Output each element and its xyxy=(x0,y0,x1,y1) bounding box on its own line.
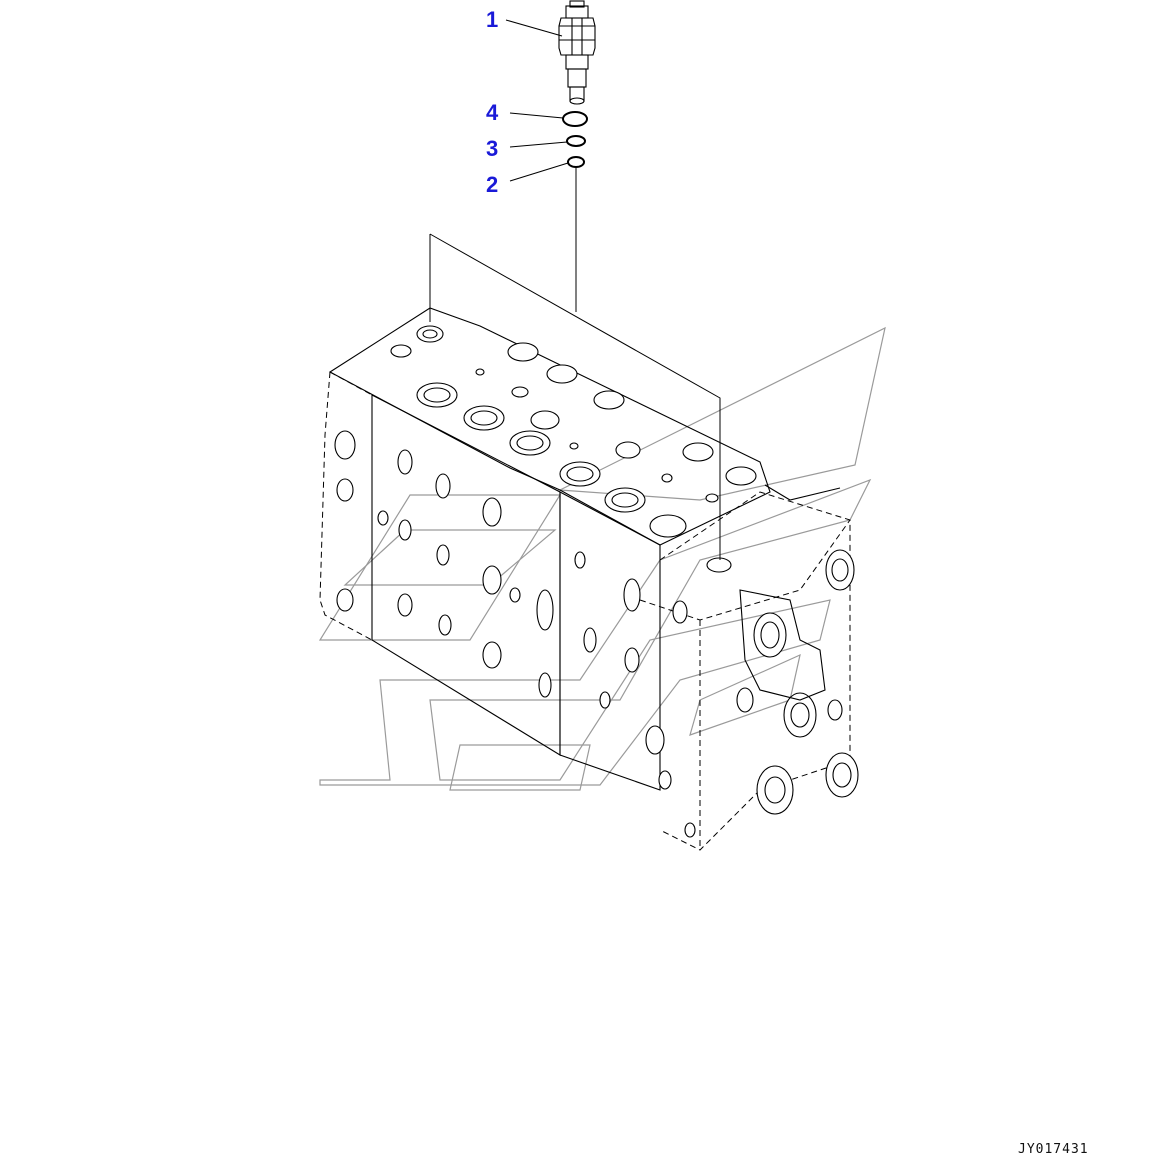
callout-3-label: 3 xyxy=(486,136,498,161)
control-valve-block xyxy=(319,307,851,851)
callout-2-label: 2 xyxy=(486,172,498,197)
top-ports xyxy=(390,325,757,573)
end-section-ports xyxy=(672,549,859,838)
callout-4-label: 4 xyxy=(486,100,499,125)
o-ring-large-icon xyxy=(562,111,588,127)
front-ports xyxy=(334,430,672,790)
relief-valve-icon xyxy=(558,0,596,105)
assembly-leader-lines xyxy=(429,168,721,560)
o-ring-small-icon xyxy=(567,156,585,168)
o-ring-medium-icon xyxy=(566,135,586,147)
callout-1-label: 1 xyxy=(486,7,498,32)
callout-leaders xyxy=(505,19,569,182)
drawing-code-label: JY017431 xyxy=(1018,1142,1089,1157)
